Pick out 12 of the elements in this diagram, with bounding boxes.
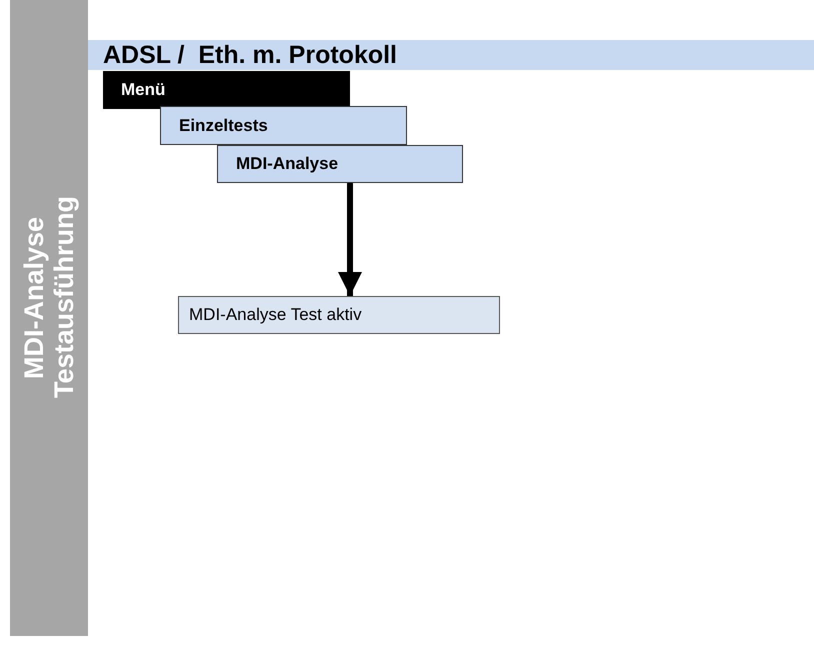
menu-label: Menü (121, 80, 166, 100)
page-title: ADSL / Eth. m. Protokoll (103, 40, 398, 70)
menu-label: MDI-Analyse (236, 154, 338, 174)
status-box (178, 296, 500, 334)
arrow (338, 183, 362, 296)
menu-tab (217, 145, 463, 183)
menu-tab (103, 71, 350, 109)
side-band (10, 0, 88, 636)
menu-label: Einzeltests (179, 116, 268, 136)
side-title: MDI-Analyse Testausführung (19, 198, 79, 398)
menu-tab (160, 106, 407, 145)
status-text: MDI-Analyse Test aktiv (189, 305, 362, 325)
